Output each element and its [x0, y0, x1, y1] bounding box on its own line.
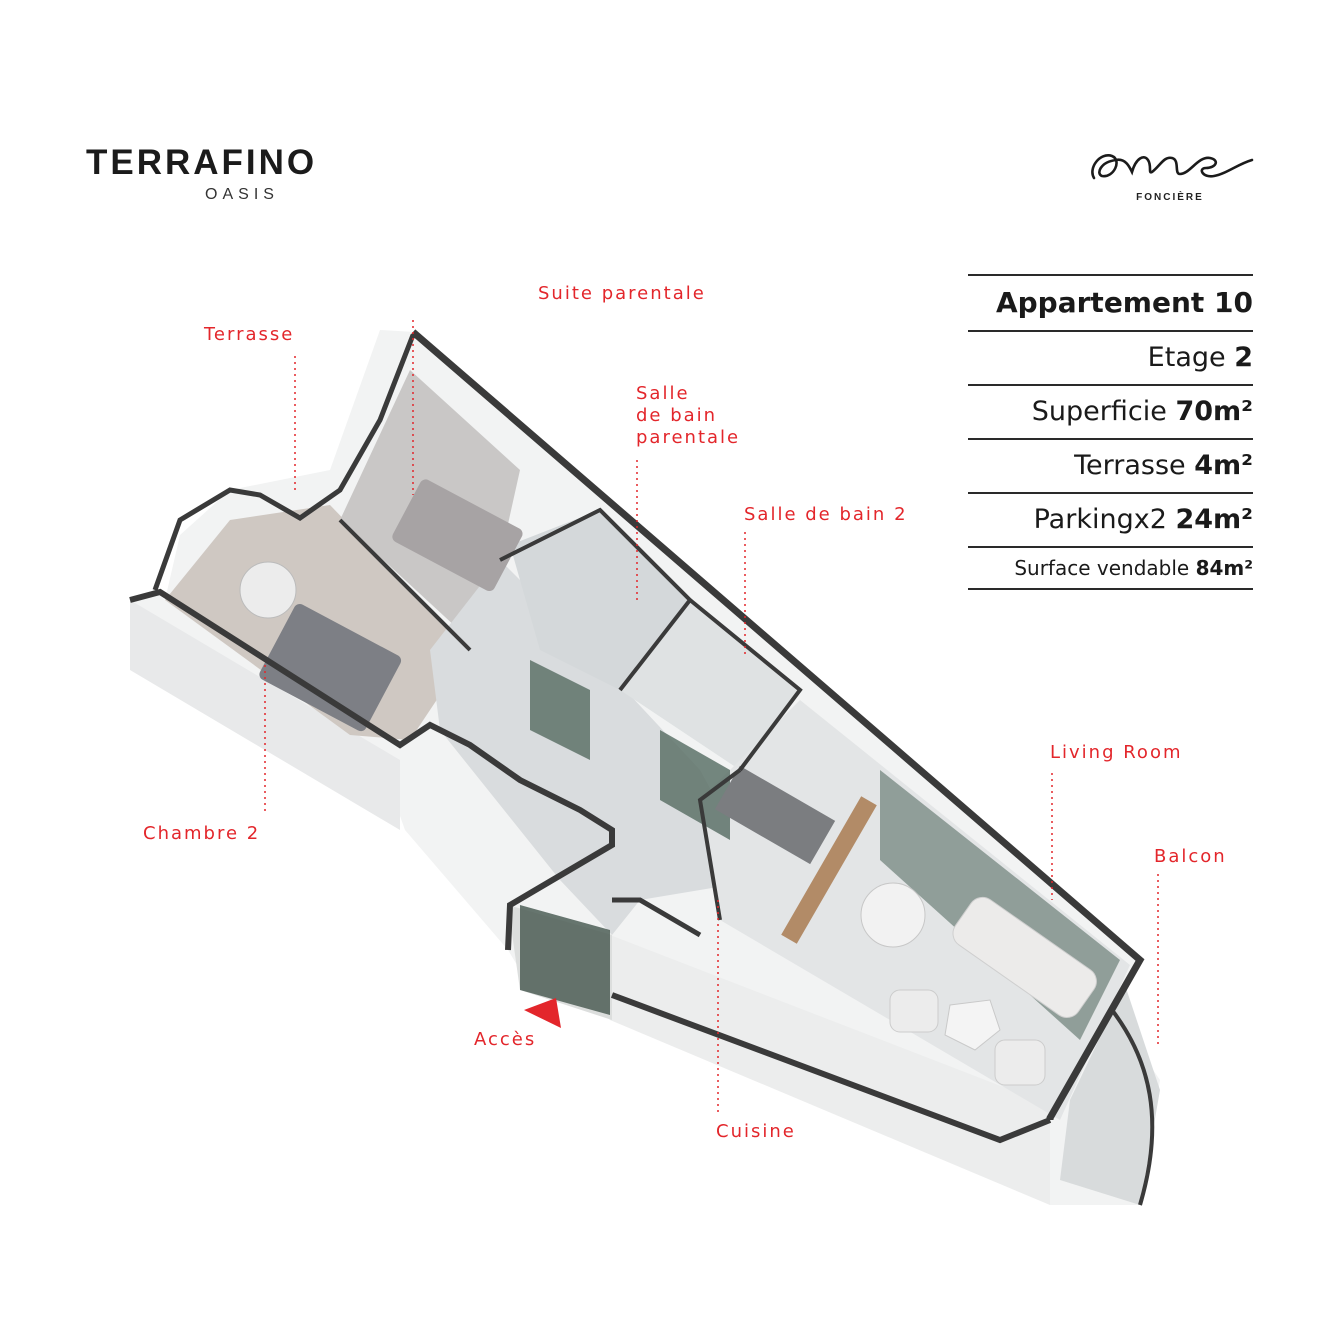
sdb2-floor: [620, 600, 800, 770]
label-sdb-parentale-line1: Salle: [636, 383, 690, 404]
dining-table: [860, 882, 926, 948]
info-terrasse-value: 4m²: [1194, 450, 1253, 481]
label-suite-parentale: Suite parentale: [538, 283, 706, 304]
wall-terrace: [152, 334, 416, 591]
info-terrasse-label: Terrasse: [1074, 450, 1195, 481]
wall-entry: [612, 897, 702, 938]
wall-face-bottom: [610, 935, 1050, 1205]
partner-logo: [1086, 138, 1256, 195]
label-chambre2: Chambre 2: [143, 823, 261, 844]
info-superficie-value: 70m²: [1175, 396, 1253, 427]
info-parking-value: 24m²: [1175, 504, 1253, 535]
info-apartment: Appartement 10: [968, 274, 1253, 330]
wall-bath: [499, 507, 693, 692]
label-balcon: Balcon: [1154, 846, 1227, 867]
pouf-chambre2: [239, 561, 297, 619]
info-parking: Parkingx2 24m²: [968, 492, 1253, 546]
wall-outer-main: [410, 329, 1145, 1120]
label-acces: Accès: [474, 1029, 537, 1050]
info-etage-label: Etage: [1147, 342, 1235, 373]
corridor-floor: [430, 560, 760, 935]
wall-kitchen: [697, 768, 742, 921]
balcon-floor: [1060, 985, 1160, 1205]
brand-title: TERRAFINO: [86, 143, 318, 182]
glass-sdb2: [660, 730, 730, 840]
bed-suite: [392, 479, 523, 592]
label-sdb-parentale-line3: parentale: [636, 427, 741, 448]
coffee-table: [944, 999, 1001, 1051]
info-apartment-value: Appartement 10: [995, 286, 1253, 319]
info-terrasse: Terrasse 4m²: [968, 438, 1253, 492]
label-sdb-parentale-line2: de bain: [636, 405, 718, 426]
armchair-2: [889, 989, 939, 1033]
apartment-info-table: Appartement 10 Etage 2 Superficie 70m² T…: [968, 274, 1253, 590]
wall-bath2: [688, 598, 803, 772]
label-terrasse: Terrasse: [204, 324, 295, 345]
kitchen-counter: [714, 765, 836, 865]
glass-entry: [520, 905, 610, 1015]
glass-sdb: [530, 660, 590, 760]
wood-screen: [781, 796, 877, 944]
info-surface-vendable: Surface vendable 84m²: [968, 546, 1253, 590]
info-vendable-label: Surface vendable: [1014, 556, 1196, 580]
armchair: [994, 1039, 1046, 1086]
info-superficie: Superficie 70m²: [968, 384, 1253, 438]
info-etage: Etage 2: [968, 330, 1253, 384]
balcon-railing: [1110, 1008, 1155, 1206]
sofa: [952, 896, 1097, 1018]
info-parking-label: Parkingx2: [1033, 504, 1176, 535]
info-superficie-label: Superficie: [1031, 396, 1176, 427]
wall-suite: [338, 518, 472, 652]
label-sdb2: Salle de bain 2: [744, 504, 908, 525]
label-sdb-parentale: Salle de bain parentale: [636, 383, 776, 449]
label-cuisine: Cuisine: [716, 1121, 796, 1142]
info-etage-value: 2: [1234, 342, 1253, 373]
label-living-room: Living Room: [1050, 742, 1183, 763]
brand-subtitle: OASIS: [205, 186, 279, 203]
bed-chambre2: [259, 603, 402, 732]
wall-left: [129, 588, 615, 951]
partner-tagline: FONCIÈRE: [1136, 192, 1204, 203]
info-vendable-value: 84m²: [1195, 556, 1253, 580]
partner-logo-mark: [1091, 154, 1254, 180]
wall-outer-bottom: [610, 992, 1052, 1144]
access-arrow: [524, 998, 561, 1028]
